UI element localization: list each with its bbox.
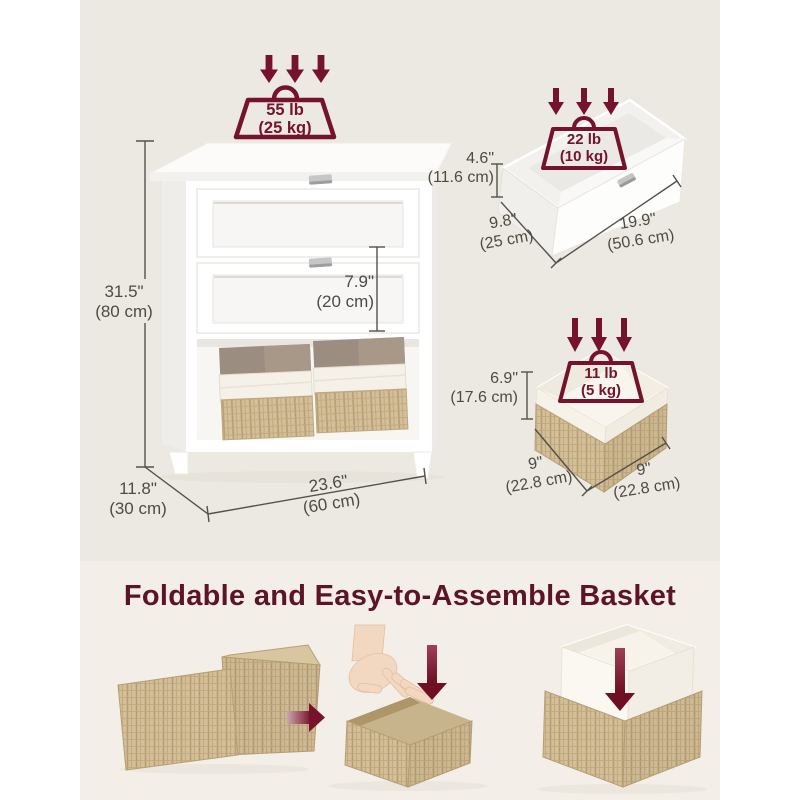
cabinet-basket bbox=[218, 343, 315, 441]
drawer-handle-icon bbox=[308, 174, 333, 185]
down-arrows-icon bbox=[567, 318, 632, 352]
down-arrows-icon bbox=[260, 55, 330, 83]
step-liner-basket bbox=[537, 623, 707, 794]
weight-capacity-badge bbox=[541, 116, 627, 170]
cabinet-height-label: 31.5" (80 cm) bbox=[95, 282, 153, 322]
drawer-handle-icon bbox=[308, 257, 333, 268]
basket-height-label: 6.9" (17.6 cm) bbox=[450, 370, 518, 406]
cabinet-depth-label: 11.8" (30 cm) bbox=[109, 479, 167, 519]
right-arrow-icon bbox=[287, 703, 325, 732]
drawer-height-label: 4.6" (11.6 cm) bbox=[427, 150, 494, 186]
dimensions-section: 55 lb (25 kg) 31.5" (80 cm) 7.9" (20 cm)… bbox=[80, 0, 720, 561]
cabinet-load-label: 55 lb (25 kg) bbox=[240, 101, 330, 137]
cabinet-drawer-height-label: 7.9" (20 cm) bbox=[316, 272, 374, 312]
down-arrows-icon bbox=[548, 88, 619, 115]
image-content: 55 lb (25 kg) 31.5" (80 cm) 7.9" (20 cm)… bbox=[80, 0, 720, 800]
cabinet-basket bbox=[312, 336, 409, 434]
assembly-steps-illustration bbox=[117, 623, 707, 794]
dimensions-illustration bbox=[136, 55, 688, 523]
basket-load-label: 11 lb (5 kg) bbox=[580, 365, 621, 399]
hand-icon bbox=[348, 624, 434, 705]
down-arrow-icon bbox=[417, 645, 447, 700]
drawer-dimension-lines bbox=[491, 163, 682, 269]
step-press-basket bbox=[328, 624, 488, 791]
cabinet-load-kg: (25 kg) bbox=[258, 119, 312, 138]
drawer-load-label: 22 lb (10 kg) bbox=[559, 131, 609, 165]
down-arrow-icon bbox=[605, 648, 635, 711]
section-title: Foldable and Easy-to-Assemble Basket bbox=[123, 580, 677, 612]
step-folded-basket bbox=[117, 644, 321, 774]
cabinet-dimension-lines bbox=[136, 140, 427, 523]
drawer-handle-icon bbox=[617, 173, 636, 188]
drawer-illustration bbox=[497, 98, 688, 257]
cabinet-load-lb: 55 lb bbox=[266, 101, 304, 119]
assembly-steps-section: Foldable and Easy-to-Assemble Basket bbox=[80, 561, 720, 800]
weight-capacity-badge bbox=[558, 350, 644, 403]
basket-dimension-lines bbox=[521, 371, 671, 497]
weight-capacity-badge bbox=[233, 85, 337, 140]
cabinet-illustration bbox=[149, 142, 453, 483]
